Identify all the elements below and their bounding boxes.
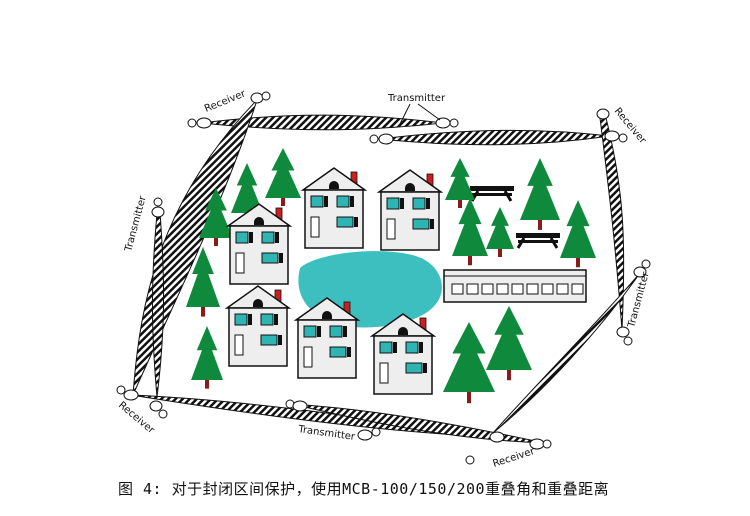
building-window: [556, 283, 569, 295]
sensor-head-top-left-2: [250, 91, 271, 104]
tree-icon: [443, 322, 495, 404]
top-receiver-label: Receiver: [203, 88, 248, 115]
building-window: [541, 283, 554, 295]
tree-icon: [486, 207, 514, 257]
figure-caption: 图 4: 对于封闭区间保护，使用MCB-100/150/200重叠角和重叠距离: [118, 480, 610, 498]
left-transmitter-label: Transmitter: [123, 194, 149, 254]
picnic-table-icon: [470, 186, 514, 202]
tree-icon: [191, 326, 223, 389]
sensor-head-bottom-left: [116, 385, 168, 419]
beam-top-right: [379, 129, 611, 146]
house-icon: [224, 285, 292, 367]
sensor-head-top-left: [187, 117, 212, 129]
building-window: [526, 283, 539, 295]
tree-icon: [520, 158, 560, 230]
top-transmitter-leader: [399, 103, 411, 125]
right-transmitter-label: Transmitter: [626, 270, 652, 330]
sensor-head-bottom-right: [465, 431, 552, 465]
house-icon: [300, 167, 368, 249]
beam-left-2: [151, 212, 165, 398]
sensor-head-top-mid: [435, 117, 459, 129]
tree-icon: [186, 247, 220, 317]
tree-icon: [486, 306, 532, 381]
tree-icon: [265, 148, 301, 206]
right-receiver-label: Receiver: [612, 106, 649, 147]
sensor-head-left-mid: [151, 197, 165, 218]
long-building: [443, 269, 587, 303]
top-transmitter-label: Transmitter: [387, 93, 446, 104]
building-window: [571, 283, 584, 295]
bottom-transmitter-label: Transmitter: [297, 424, 357, 443]
house-icon: [225, 203, 293, 285]
sensor-head-bottom-mid: [285, 399, 381, 441]
house-icon: [293, 297, 361, 379]
building-window: [481, 283, 494, 295]
tree-icon: [199, 188, 233, 246]
tree-icon: [560, 200, 596, 268]
sensor-head-top-mid-2: [369, 133, 394, 145]
sensor-head-right-mid: [616, 259, 651, 346]
tree-icon: [445, 158, 475, 208]
house-icon: [369, 313, 437, 395]
tree-icon: [452, 198, 488, 266]
building-window: [466, 283, 479, 295]
picnic-table-icon: [516, 233, 560, 249]
house-icon: [376, 169, 444, 251]
building-window: [496, 283, 509, 295]
building-window: [451, 283, 464, 295]
building-window: [511, 283, 524, 295]
sensor-head-top-right: [596, 108, 628, 143]
top-transmitter-leader-2: [417, 103, 441, 121]
bottom-right-receiver-label: Receiver: [492, 446, 537, 470]
